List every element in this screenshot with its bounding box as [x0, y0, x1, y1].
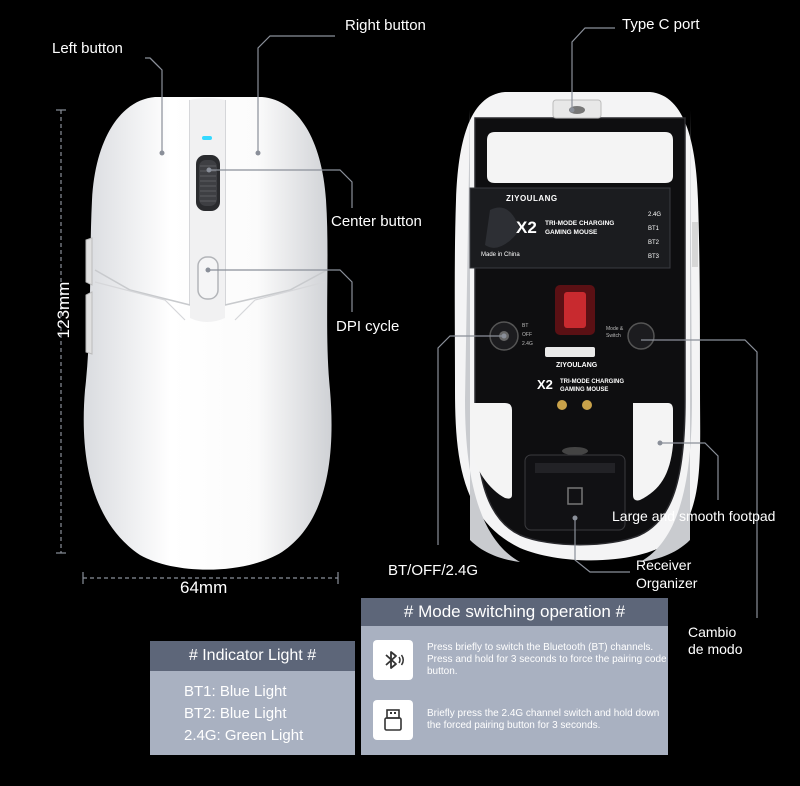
indicator-light-panel: # Indicator Light # BT1: Blue Light BT2:…	[150, 641, 355, 755]
mode-switching-panel: # Mode switching operation # Press brief…	[361, 598, 668, 755]
label-dpi-cycle: DPI cycle	[336, 318, 400, 335]
sticker-brand: ZIYOULANG	[506, 194, 558, 203]
plate-switch-label: 2.4G	[522, 341, 533, 347]
label-cambio-line1: Cambio	[688, 624, 737, 640]
mouse-top-view	[83, 97, 332, 570]
plate-switch-labels: BT OFF 2.4G	[522, 322, 533, 349]
plate-model: X2	[537, 377, 553, 392]
mouse-bottom-view	[454, 92, 701, 562]
sticker-led-labels: 2.4G BT1 BT2 BT3	[648, 208, 661, 264]
mode-row-bluetooth: Press briefly to switch the Bluetooth (B…	[361, 640, 668, 680]
mode-row-usb: Briefly press the 2.4G channel switch an…	[361, 700, 668, 740]
indicator-item: 2.4G: Green Light	[184, 727, 304, 744]
label-type-c-port: Type C port	[622, 16, 700, 33]
plate-desc-line1: TRI-MODE CHARGING	[560, 379, 624, 385]
plate-mode-label-line2: Switch	[606, 333, 621, 339]
indicator-list: BT1: Blue Light BT2: Blue Light 2.4G: Gr…	[150, 671, 355, 747]
plate-brand: ZIYOULANG	[556, 362, 598, 369]
label-right-button: Right button	[345, 17, 426, 34]
mode-panel-title: # Mode switching operation #	[361, 598, 668, 626]
sticker-desc: TRI-MODE CHARGING GAMING MOUSE	[545, 219, 614, 237]
plate-switch-label: BT	[522, 323, 529, 329]
plate-switch-label: OFF	[522, 332, 532, 338]
sticker-led-label: 2.4G	[648, 212, 662, 218]
label-center-button: Center button	[331, 213, 422, 230]
plate-desc: TRI-MODE CHARGING GAMING MOUSE	[560, 378, 624, 394]
sticker-desc-line1: TRI-MODE CHARGING	[545, 220, 615, 227]
indicator-panel-title: # Indicator Light #	[150, 641, 355, 671]
sticker-led-label: BT3	[648, 254, 660, 260]
sticker-made-in: Made in China	[481, 252, 520, 258]
label-receiver-organizer-line2: Organizer	[636, 575, 698, 591]
label-bt-off-24g: BT/OFF/2.4G	[388, 562, 479, 579]
sticker-led-label: BT1	[648, 226, 660, 232]
mode-usb-text: Briefly press the 2.4G channel switch an…	[427, 708, 660, 731]
usb-receiver-icon	[373, 700, 413, 740]
sticker-led-label: BT2	[648, 240, 660, 246]
indicator-item: BT2: Blue Light	[184, 705, 287, 722]
label-receiver-organizer-line1: Receiver	[636, 557, 692, 573]
label-cambio-de-modo: Cambio de modo	[688, 624, 742, 658]
dimension-height: 123mm	[54, 281, 73, 339]
label-cambio-line2: de modo	[688, 641, 743, 657]
indicator-item: BT1: Blue Light	[184, 683, 287, 700]
guide-lines	[56, 27, 758, 618]
label-left-button: Left button	[52, 40, 123, 57]
plate-desc-line2: GAMING MOUSE	[560, 387, 609, 393]
sticker-desc-line2: GAMING MOUSE	[545, 229, 598, 236]
label-large-footpad: Large and smooth footpad	[612, 508, 776, 524]
dimension-width: 64mm	[180, 578, 228, 597]
bluetooth-icon	[373, 640, 413, 680]
label-receiver-organizer: Receiver Organizer	[636, 556, 697, 592]
plate-mode-label-line1: Mode &	[606, 326, 624, 332]
plate-mode-label: Mode & Switch	[606, 326, 623, 340]
sticker-model: X2	[516, 218, 537, 237]
mode-bt-text: Press briefly to switch the Bluetooth (B…	[427, 642, 667, 677]
